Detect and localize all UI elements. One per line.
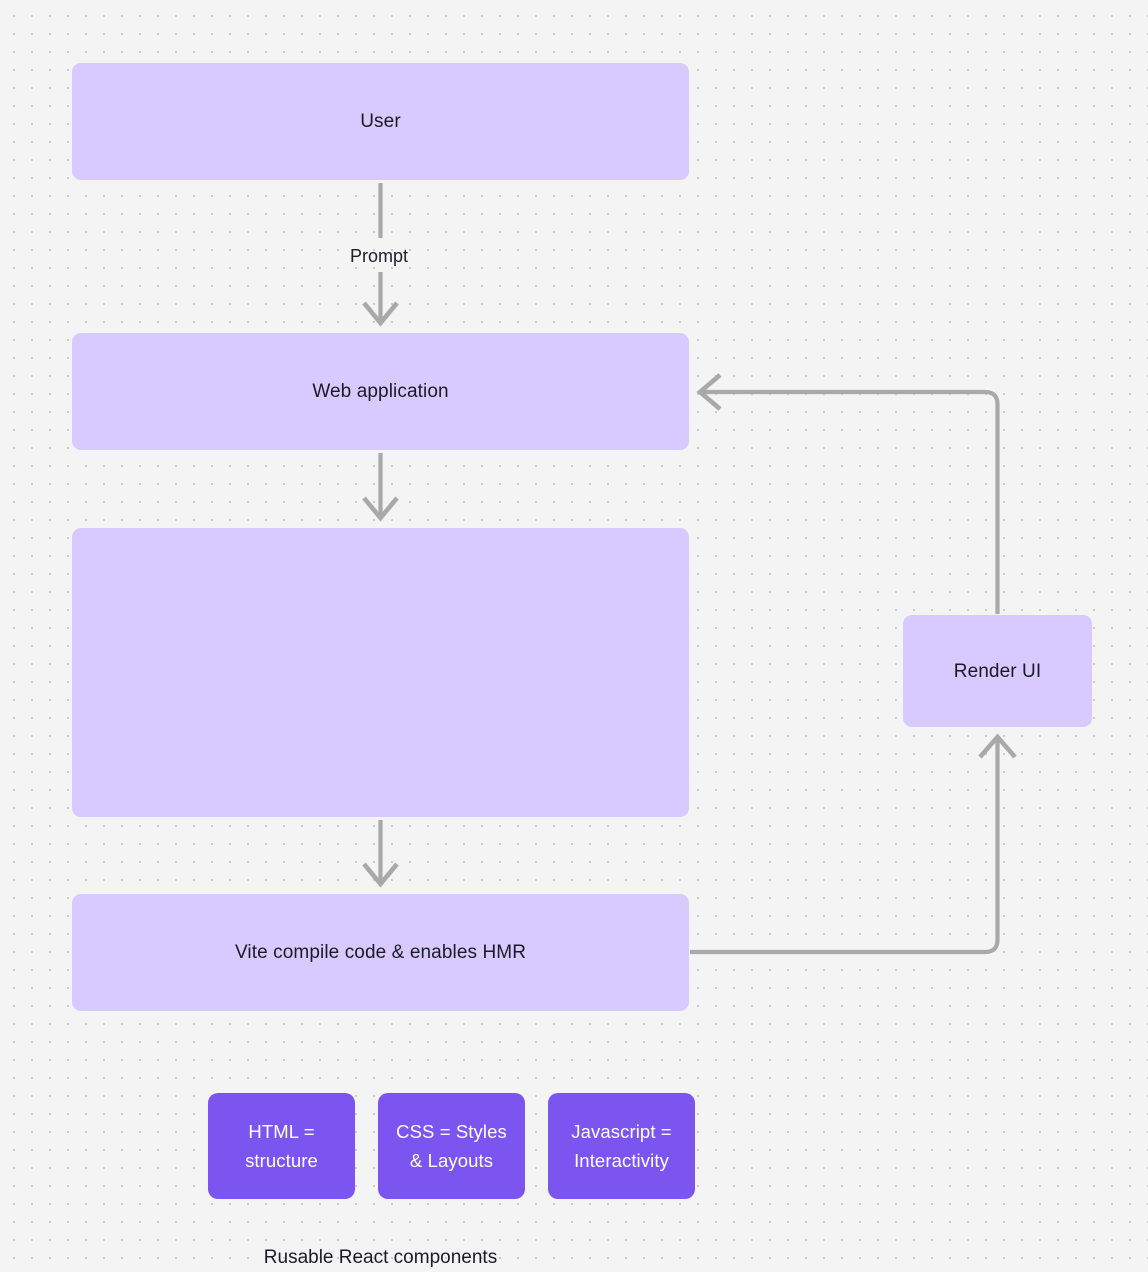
node-html[interactable]: HTML = structure bbox=[208, 1093, 355, 1199]
node-web-application[interactable]: Web application bbox=[72, 333, 689, 450]
edge-components-to-vite bbox=[362, 820, 399, 888]
node-html-label: HTML = structure bbox=[245, 1121, 318, 1171]
edge-vite-to-render-ui bbox=[690, 733, 1017, 955]
node-web-application-label: Web application bbox=[312, 381, 449, 402]
node-css[interactable]: CSS = Styles & Layouts bbox=[378, 1093, 525, 1199]
node-vite[interactable]: Vite compile code & enables HMR bbox=[72, 894, 689, 1011]
edge-label-prompt: Prompt bbox=[350, 246, 409, 266]
node-user[interactable]: User bbox=[72, 63, 689, 180]
node-render-ui-label: Render UI bbox=[953, 660, 1042, 682]
node-user-label: User bbox=[360, 111, 401, 132]
edge-web-app-to-components bbox=[362, 453, 399, 522]
node-javascript-label: Javascript = Interactivity bbox=[571, 1121, 672, 1171]
node-react-components-group[interactable]: HTML = structure CSS = Styles & Layouts … bbox=[72, 528, 695, 1268]
edge-render-ui-to-web-app bbox=[696, 373, 1000, 614]
node-javascript[interactable]: Javascript = Interactivity bbox=[548, 1093, 695, 1199]
node-render-ui[interactable]: Render UI bbox=[903, 615, 1092, 727]
node-css-label: CSS = Styles & Layouts bbox=[396, 1121, 507, 1171]
node-react-components-caption: Rusable React components bbox=[263, 1247, 498, 1268]
node-vite-label: Vite compile code & enables HMR bbox=[234, 942, 527, 963]
